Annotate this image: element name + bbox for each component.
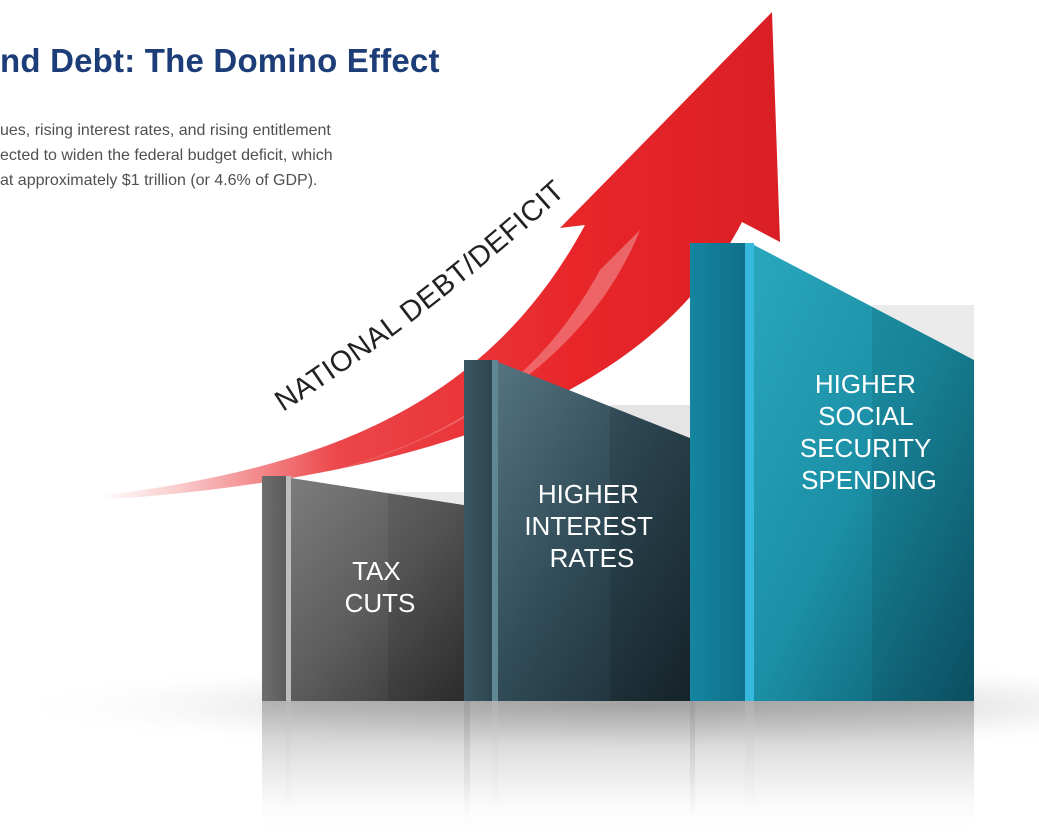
- block-interest-line-1: HIGHER: [538, 479, 639, 509]
- block-higher-social-security-spending: HIGHER SOCIAL SECURITY SPENDING: [690, 243, 974, 701]
- block-social-line-4: SPENDING: [801, 465, 937, 495]
- block-interest-line-3: RATES: [550, 543, 635, 573]
- block-interest-line-2: INTEREST: [524, 511, 653, 541]
- block-social-front: [754, 245, 974, 701]
- block-tax-cuts-facet: [388, 492, 470, 701]
- intro-line-1: ues, rising interest rates, and rising e…: [0, 122, 331, 139]
- block-tax-cuts-label: TAX CUTS: [345, 556, 416, 618]
- block-social-line-2: SOCIAL: [818, 401, 913, 431]
- block-interest-side: [464, 360, 493, 701]
- block-tax-cuts-line-2: CUTS: [345, 588, 416, 618]
- block-tax-cuts-front: [291, 478, 470, 701]
- reflection-tax-cuts: [262, 701, 470, 835]
- block-tax-cuts-line-1: TAX: [352, 556, 401, 586]
- block-social-label: HIGHER SOCIAL SECURITY SPENDING: [800, 369, 938, 495]
- block-interest-facet: [610, 405, 695, 701]
- block-tax-cuts: TAX CUTS: [262, 476, 470, 701]
- block-interest-edge: [492, 360, 498, 701]
- block-tax-cuts-edge: [286, 476, 291, 701]
- reflection-interest: [464, 701, 695, 835]
- block-social-edge: [745, 243, 754, 701]
- block-higher-interest-rates: HIGHER INTEREST RATES: [464, 360, 695, 701]
- reflection-edge-1: [286, 701, 291, 835]
- block-social-line-1: HIGHER: [815, 369, 916, 399]
- reflection-edge-3: [745, 701, 754, 835]
- block-tax-cuts-side: [262, 476, 288, 701]
- intro-line-2: ected to widen the federal budget defici…: [0, 147, 333, 164]
- reflection-social: [690, 701, 974, 835]
- intro-line-3: at approximately $1 trillion (or 4.6% of…: [0, 172, 318, 189]
- block-interest-front: [498, 362, 695, 701]
- intro-paragraph: ues, rising interest rates, and rising e…: [0, 118, 470, 193]
- reflection-edge-2: [492, 701, 498, 835]
- block-social-line-3: SECURITY: [800, 433, 931, 463]
- block-social-facet: [872, 305, 974, 701]
- blocks-reflection: [262, 701, 974, 835]
- page-title: nd Debt: The Domino Effect: [0, 42, 440, 79]
- block-social-side: [690, 243, 746, 701]
- block-interest-label: HIGHER INTEREST RATES: [524, 479, 659, 573]
- arrow-body: [100, 12, 780, 500]
